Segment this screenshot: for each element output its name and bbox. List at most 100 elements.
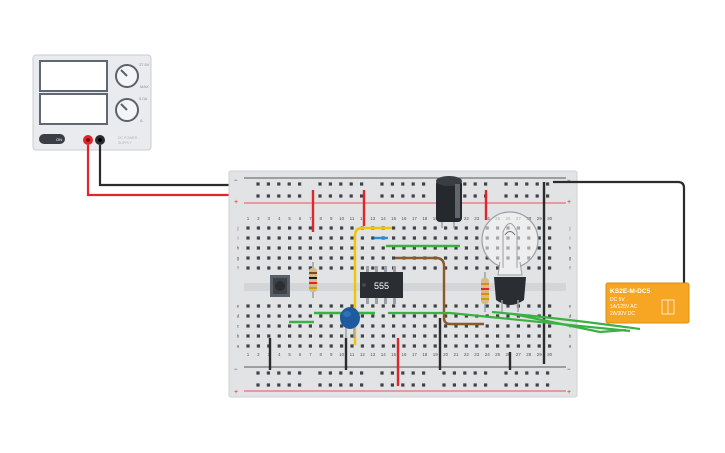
breadboard-hole[interactable]: [371, 314, 375, 318]
breadboard-hole[interactable]: [288, 324, 292, 328]
wire-green-relay-3[interactable]: [512, 312, 627, 334]
breadboard-hole[interactable]: [349, 194, 353, 198]
breadboard-hole[interactable]: [504, 182, 508, 186]
breadboard-hole[interactable]: [464, 334, 468, 338]
breadboard-hole[interactable]: [371, 266, 375, 270]
breadboard-hole[interactable]: [444, 236, 448, 240]
relay-wire-black[interactable]: [553, 180, 686, 283]
breadboard-hole[interactable]: [504, 371, 508, 375]
breadboard-hole[interactable]: [246, 324, 250, 328]
breadboard-hole[interactable]: [319, 266, 323, 270]
breadboard-hole[interactable]: [329, 246, 333, 250]
light-bulb[interactable]: [481, 211, 539, 312]
breadboard-hole[interactable]: [546, 194, 550, 198]
breadboard-hole[interactable]: [319, 246, 323, 250]
breadboard-hole[interactable]: [339, 383, 343, 387]
breadboard-hole[interactable]: [360, 256, 364, 260]
breadboard-hole[interactable]: [246, 304, 250, 308]
breadboard-hole[interactable]: [464, 226, 468, 230]
breadboard-hole[interactable]: [392, 226, 396, 230]
breadboard-hole[interactable]: [328, 371, 332, 375]
breadboard-hole[interactable]: [381, 256, 385, 260]
breadboard-hole[interactable]: [475, 246, 479, 250]
breadboard-hole[interactable]: [442, 383, 446, 387]
breadboard-hole[interactable]: [546, 182, 550, 186]
breadboard-hole[interactable]: [349, 371, 353, 375]
breadboard-hole[interactable]: [464, 256, 468, 260]
breadboard-hole[interactable]: [473, 371, 477, 375]
breadboard-hole[interactable]: [525, 371, 529, 375]
breadboard-hole[interactable]: [277, 324, 281, 328]
breadboard-hole[interactable]: [548, 344, 552, 348]
breadboard-hole[interactable]: [256, 314, 260, 318]
breadboard-hole[interactable]: [381, 266, 385, 270]
breadboard-hole[interactable]: [371, 256, 375, 260]
breadboard-hole[interactable]: [340, 324, 344, 328]
breadboard-hole[interactable]: [298, 314, 302, 318]
breadboard-hole[interactable]: [475, 334, 479, 338]
breadboard-hole[interactable]: [277, 334, 281, 338]
breadboard-hole[interactable]: [444, 334, 448, 338]
breadboard-hole[interactable]: [506, 324, 510, 328]
breadboard-hole[interactable]: [444, 344, 448, 348]
breadboard-hole[interactable]: [266, 383, 270, 387]
breadboard-hole[interactable]: [546, 383, 550, 387]
breadboard-hole[interactable]: [360, 324, 364, 328]
breadboard-hole[interactable]: [484, 371, 488, 375]
breadboard-hole[interactable]: [527, 334, 531, 338]
breadboard-hole[interactable]: [454, 246, 458, 250]
wire-yellow[interactable]: [353, 226, 392, 345]
breadboard-hole[interactable]: [535, 371, 539, 375]
breadboard-hole[interactable]: [381, 334, 385, 338]
breadboard-hole[interactable]: [390, 371, 394, 375]
breadboard-hole[interactable]: [298, 304, 302, 308]
breadboard-hole[interactable]: [267, 324, 271, 328]
breadboard-hole[interactable]: [454, 334, 458, 338]
breadboard-hole[interactable]: [444, 304, 448, 308]
breadboard-hole[interactable]: [288, 304, 292, 308]
breadboard-hole[interactable]: [464, 304, 468, 308]
breadboard-hole[interactable]: [381, 246, 385, 250]
breadboard-hole[interactable]: [537, 246, 541, 250]
breadboard-hole[interactable]: [506, 304, 510, 308]
breadboard-hole[interactable]: [360, 371, 364, 375]
breadboard-hole[interactable]: [350, 334, 354, 338]
breadboard-hole[interactable]: [504, 383, 508, 387]
breadboard-hole[interactable]: [308, 256, 312, 260]
breadboard-hole[interactable]: [423, 266, 427, 270]
breadboard-hole[interactable]: [371, 304, 375, 308]
breadboard-hole[interactable]: [537, 226, 541, 230]
breadboard-hole[interactable]: [277, 246, 281, 250]
breadboard-hole[interactable]: [516, 334, 520, 338]
breadboard-hole[interactable]: [548, 304, 552, 308]
breadboard-hole[interactable]: [548, 246, 552, 250]
breadboard-hole[interactable]: [392, 314, 396, 318]
breadboard-hole[interactable]: [464, 314, 468, 318]
breadboard-hole[interactable]: [412, 324, 416, 328]
breadboard-hole[interactable]: [288, 226, 292, 230]
wire-green-relay-2[interactable]: [491, 310, 641, 331]
breadboard-hole[interactable]: [452, 383, 456, 387]
breadboard-hole[interactable]: [381, 344, 385, 348]
breadboard-hole[interactable]: [402, 344, 406, 348]
breadboard-hole[interactable]: [246, 236, 250, 240]
breadboard-hole[interactable]: [548, 226, 552, 230]
breadboard-hole[interactable]: [401, 383, 405, 387]
breadboard-hole[interactable]: [308, 246, 312, 250]
wire-brown[interactable]: [395, 256, 484, 326]
breadboard-hole[interactable]: [537, 304, 541, 308]
breadboard-hole[interactable]: [266, 182, 270, 186]
electrolytic-capacitor[interactable]: [436, 176, 462, 228]
breadboard-hole[interactable]: [475, 324, 479, 328]
breadboard-hole[interactable]: [266, 194, 270, 198]
breadboard-hole[interactable]: [516, 344, 520, 348]
breadboard-hole[interactable]: [484, 383, 488, 387]
breadboard-hole[interactable]: [402, 314, 406, 318]
breadboard-hole[interactable]: [298, 266, 302, 270]
breadboard-hole[interactable]: [475, 256, 479, 260]
breadboard-hole[interactable]: [256, 324, 260, 328]
breadboard-hole[interactable]: [319, 236, 323, 240]
breadboard-hole[interactable]: [256, 246, 260, 250]
breadboard-hole[interactable]: [256, 194, 260, 198]
power-supply[interactable]: 37.5V MAX 5.0A A ON DC POWER SUPPLY: [32, 54, 152, 151]
